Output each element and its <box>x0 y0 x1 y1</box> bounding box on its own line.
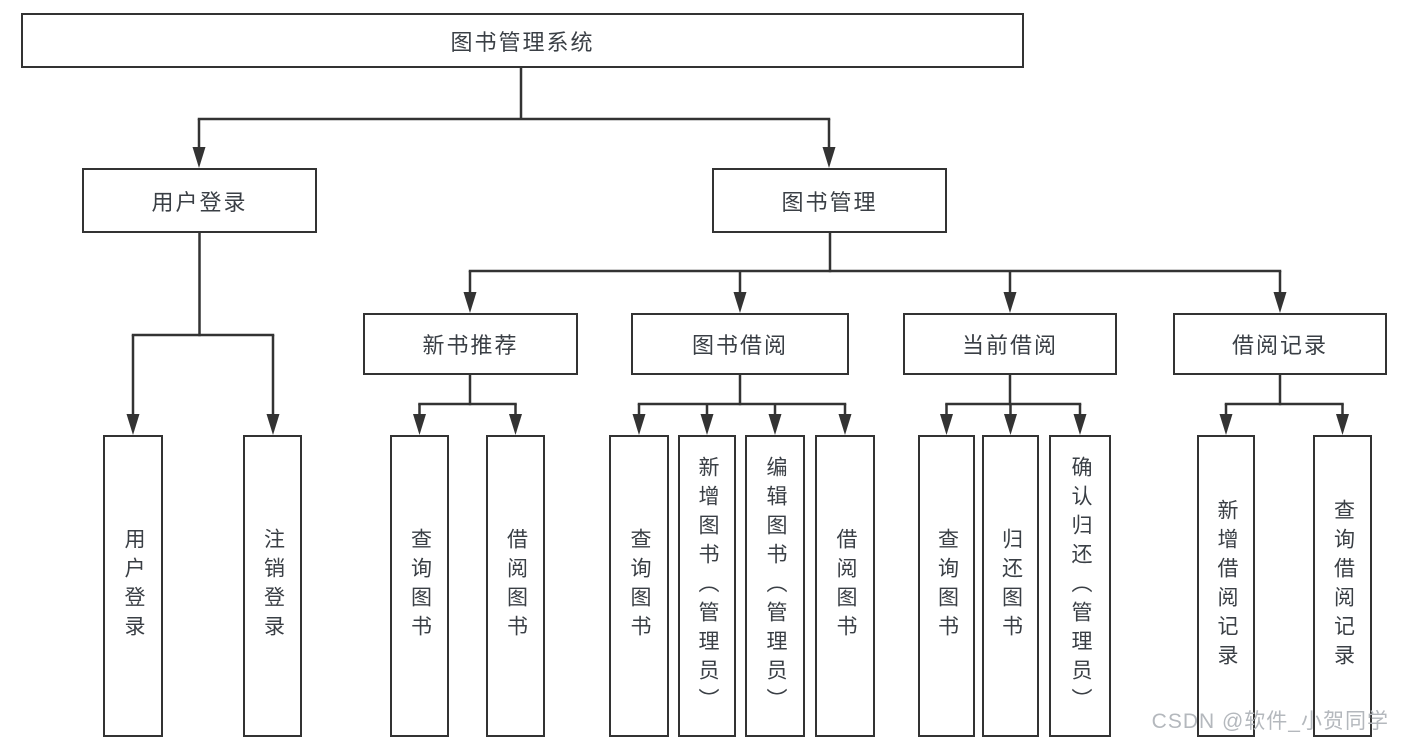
leaf-confirm-return-admin-label: 确认归还（管理员） <box>1069 455 1092 717</box>
leaf-query-books-current-label: 查询图书 <box>935 528 959 644</box>
leaf-borrow-books-recommend: 借阅图书 <box>486 435 545 737</box>
leaf-query-borrow-record-label: 查询借阅记录 <box>1331 499 1355 673</box>
leaf-query-books-current: 查询图书 <box>918 435 975 737</box>
leaf-add-books-admin-label: 新增图书（管理员） <box>696 455 719 717</box>
leaf-query-books-recommend-label: 查询图书 <box>408 528 432 644</box>
leaf-add-borrow-record: 新增借阅记录 <box>1197 435 1255 737</box>
leaf-return-books-label: 归还图书 <box>999 528 1023 644</box>
leaf-logout-label: 注销登录 <box>261 528 285 644</box>
leaf-query-books-borrow: 查询图书 <box>609 435 669 737</box>
leaf-user-login-label: 用户登录 <box>122 528 145 644</box>
leaf-return-books: 归还图书 <box>982 435 1039 737</box>
node-root: 图书管理系统 <box>21 13 1024 68</box>
leaf-logout: 注销登录 <box>243 435 302 737</box>
leaf-query-borrow-record: 查询借阅记录 <box>1313 435 1372 737</box>
node-current-borrow-label: 当前借阅 <box>961 333 1058 358</box>
arrowheads <box>126 147 1349 435</box>
leaf-borrow-books-recommend-label: 借阅图书 <box>504 528 528 644</box>
node-root-label: 图书管理系统 <box>450 29 595 55</box>
leaf-add-borrow-record-label: 新增借阅记录 <box>1215 499 1238 673</box>
node-user-login: 用户登录 <box>82 168 317 233</box>
csdn-watermark: CSDN @软件_小贺同学 <box>1151 710 1389 733</box>
node-borrow-records: 借阅记录 <box>1173 313 1387 375</box>
leaf-user-login: 用户登录 <box>103 435 163 737</box>
leaf-add-books-admin: 新增图书（管理员） <box>678 435 736 737</box>
leaf-edit-books-admin-label: 编辑图书（管理员） <box>764 455 787 717</box>
node-new-book-recommend-label: 新书推荐 <box>422 333 519 358</box>
leaf-borrow-books-label: 借阅图书 <box>834 528 857 644</box>
node-user-login-label: 用户登录 <box>151 189 248 215</box>
leaf-query-books-recommend: 查询图书 <box>390 435 449 737</box>
leaf-borrow-books: 借阅图书 <box>815 435 875 737</box>
node-borrow-records-label: 借阅记录 <box>1231 333 1328 358</box>
leaf-edit-books-admin: 编辑图书（管理员） <box>745 435 805 737</box>
node-book-borrow-label: 图书借阅 <box>691 333 788 358</box>
node-book-management: 图书管理 <box>712 168 947 233</box>
node-book-borrow: 图书借阅 <box>631 313 849 375</box>
node-current-borrow: 当前借阅 <box>903 313 1117 375</box>
leaf-query-books-borrow-label: 查询图书 <box>628 528 651 644</box>
node-book-management-label: 图书管理 <box>781 189 878 215</box>
leaf-confirm-return-admin: 确认归还（管理员） <box>1049 435 1111 737</box>
node-new-book-recommend: 新书推荐 <box>363 313 578 375</box>
